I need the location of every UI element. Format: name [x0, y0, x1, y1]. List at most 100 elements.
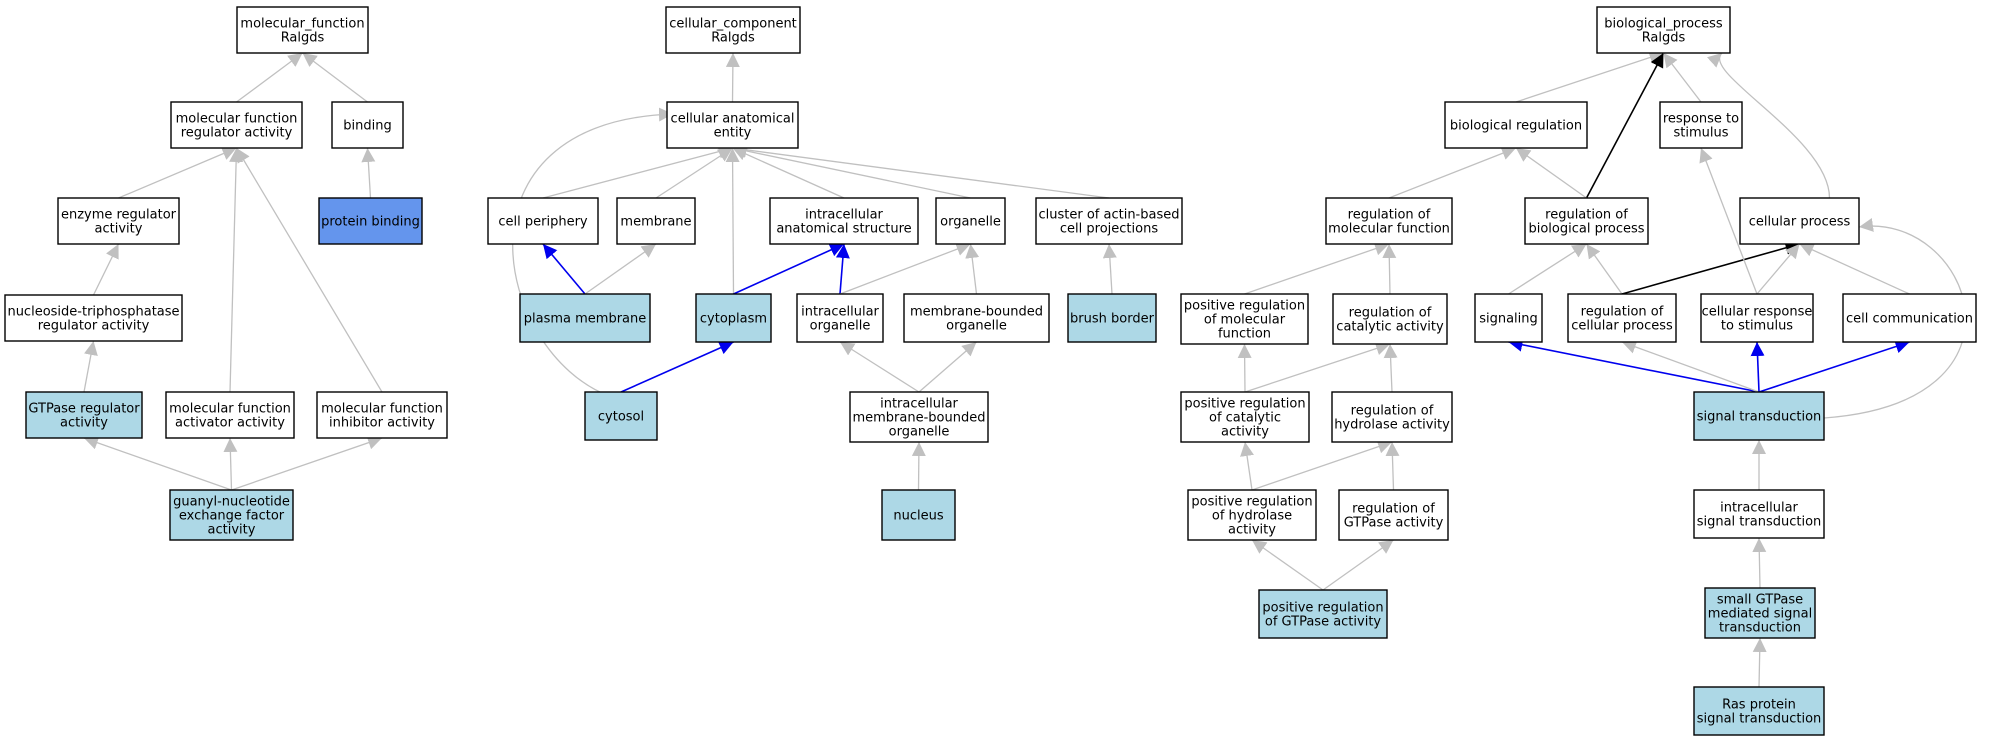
node-label-line: activator activity [175, 416, 285, 431]
node-label-line: cluster of actin-based [1038, 208, 1179, 223]
edge-protein_binding-to-binding [361, 147, 376, 199]
node-binding[interactable]: binding [331, 101, 404, 149]
node-label-line: signaling [1479, 312, 1538, 327]
node-box [57, 197, 180, 245]
node-label-line: activity [1228, 523, 1276, 538]
node-nucleus[interactable]: nucleus [881, 489, 956, 541]
node-box [1444, 101, 1588, 149]
node-bio-reg[interactable]: biological regulation [1444, 101, 1588, 149]
node-label-line: intracellular [805, 208, 883, 223]
node-label-line: regulation of [1545, 208, 1628, 223]
node-box [316, 391, 448, 439]
node-label-line: cell periphery [498, 215, 588, 230]
node-label-line: hydrolase activity [1334, 418, 1450, 433]
node-label-line: small GTPase [1717, 593, 1803, 608]
node-membrane[interactable]: membrane [616, 197, 696, 245]
node-sig-trans[interactable]: signal transduction [1693, 391, 1825, 441]
node-box [665, 6, 801, 54]
node-box [1659, 101, 1743, 149]
node-label-line: Ralgds [711, 31, 755, 46]
node-label-line: regulation of [1348, 208, 1431, 223]
node-label-line: positive regulation [1184, 397, 1305, 412]
node-box [165, 391, 295, 439]
node-box [1325, 197, 1453, 245]
node-box [1567, 293, 1677, 343]
node-label-line: of GTPase activity [1265, 615, 1382, 630]
edge-cytoplasm-to-ias [733, 243, 845, 295]
node-box [236, 6, 369, 54]
edge-resp_stim-to-bp_root [1662, 52, 1702, 103]
edge-sig_trans-to-reg_cp [1621, 340, 1760, 393]
node-label-line: molecular function [1328, 222, 1450, 237]
node-box [1524, 197, 1649, 245]
node-label-line: regulation of [1581, 305, 1664, 320]
edge-pos_reg_cat-to-reg_cat [1244, 341, 1391, 393]
node-label-line: mediated signal [1708, 607, 1812, 622]
node-label-line: cellular_component [669, 17, 797, 32]
node-label-line: GTPase activity [1344, 516, 1444, 531]
edge-cell_proc-to-bp_root [1706, 52, 1831, 199]
node-box [1693, 489, 1825, 539]
node-box [584, 391, 658, 441]
node-label-line: regulator activity [38, 319, 150, 334]
node-cytosol[interactable]: cytosol [584, 391, 658, 441]
edge-mb_org-to-organelle [965, 243, 980, 295]
node-cytoplasm[interactable]: cytoplasm [695, 293, 772, 343]
node-label-line: cellular process [1749, 215, 1851, 230]
node-box [331, 101, 404, 149]
node-box [1842, 293, 1977, 343]
node-box [881, 489, 956, 541]
node-label-line: biological_process [1604, 17, 1723, 32]
node-cell-proc[interactable]: cellular process [1739, 197, 1860, 245]
node-plasma-membrane[interactable]: plasma membrane [519, 293, 651, 343]
node-label-line: Ralgds [281, 31, 325, 46]
node-brush-border[interactable]: brush border [1067, 293, 1157, 343]
node-box [1035, 197, 1183, 245]
node-box [616, 197, 696, 245]
edge-bio_reg-to-bp_root [1515, 50, 1664, 103]
node-label-line: regulation of [1352, 502, 1435, 517]
node-box [1338, 489, 1449, 541]
edge-pos_reg_mf-to-reg_mf [1244, 241, 1390, 295]
node-organelle[interactable]: organelle [935, 197, 1006, 245]
edge-membrane-to-cae [655, 147, 733, 199]
edge-mf_reg-to-mf_root [236, 52, 303, 103]
node-cell-periphery[interactable]: cell periphery [487, 197, 599, 245]
node-signaling[interactable]: signaling [1474, 293, 1543, 343]
node-label-line: molecular function [169, 402, 291, 417]
node-protein-binding[interactable]: protein binding [318, 197, 423, 245]
node-box [4, 294, 183, 342]
node-cell-comm[interactable]: cell communication [1842, 293, 1977, 343]
